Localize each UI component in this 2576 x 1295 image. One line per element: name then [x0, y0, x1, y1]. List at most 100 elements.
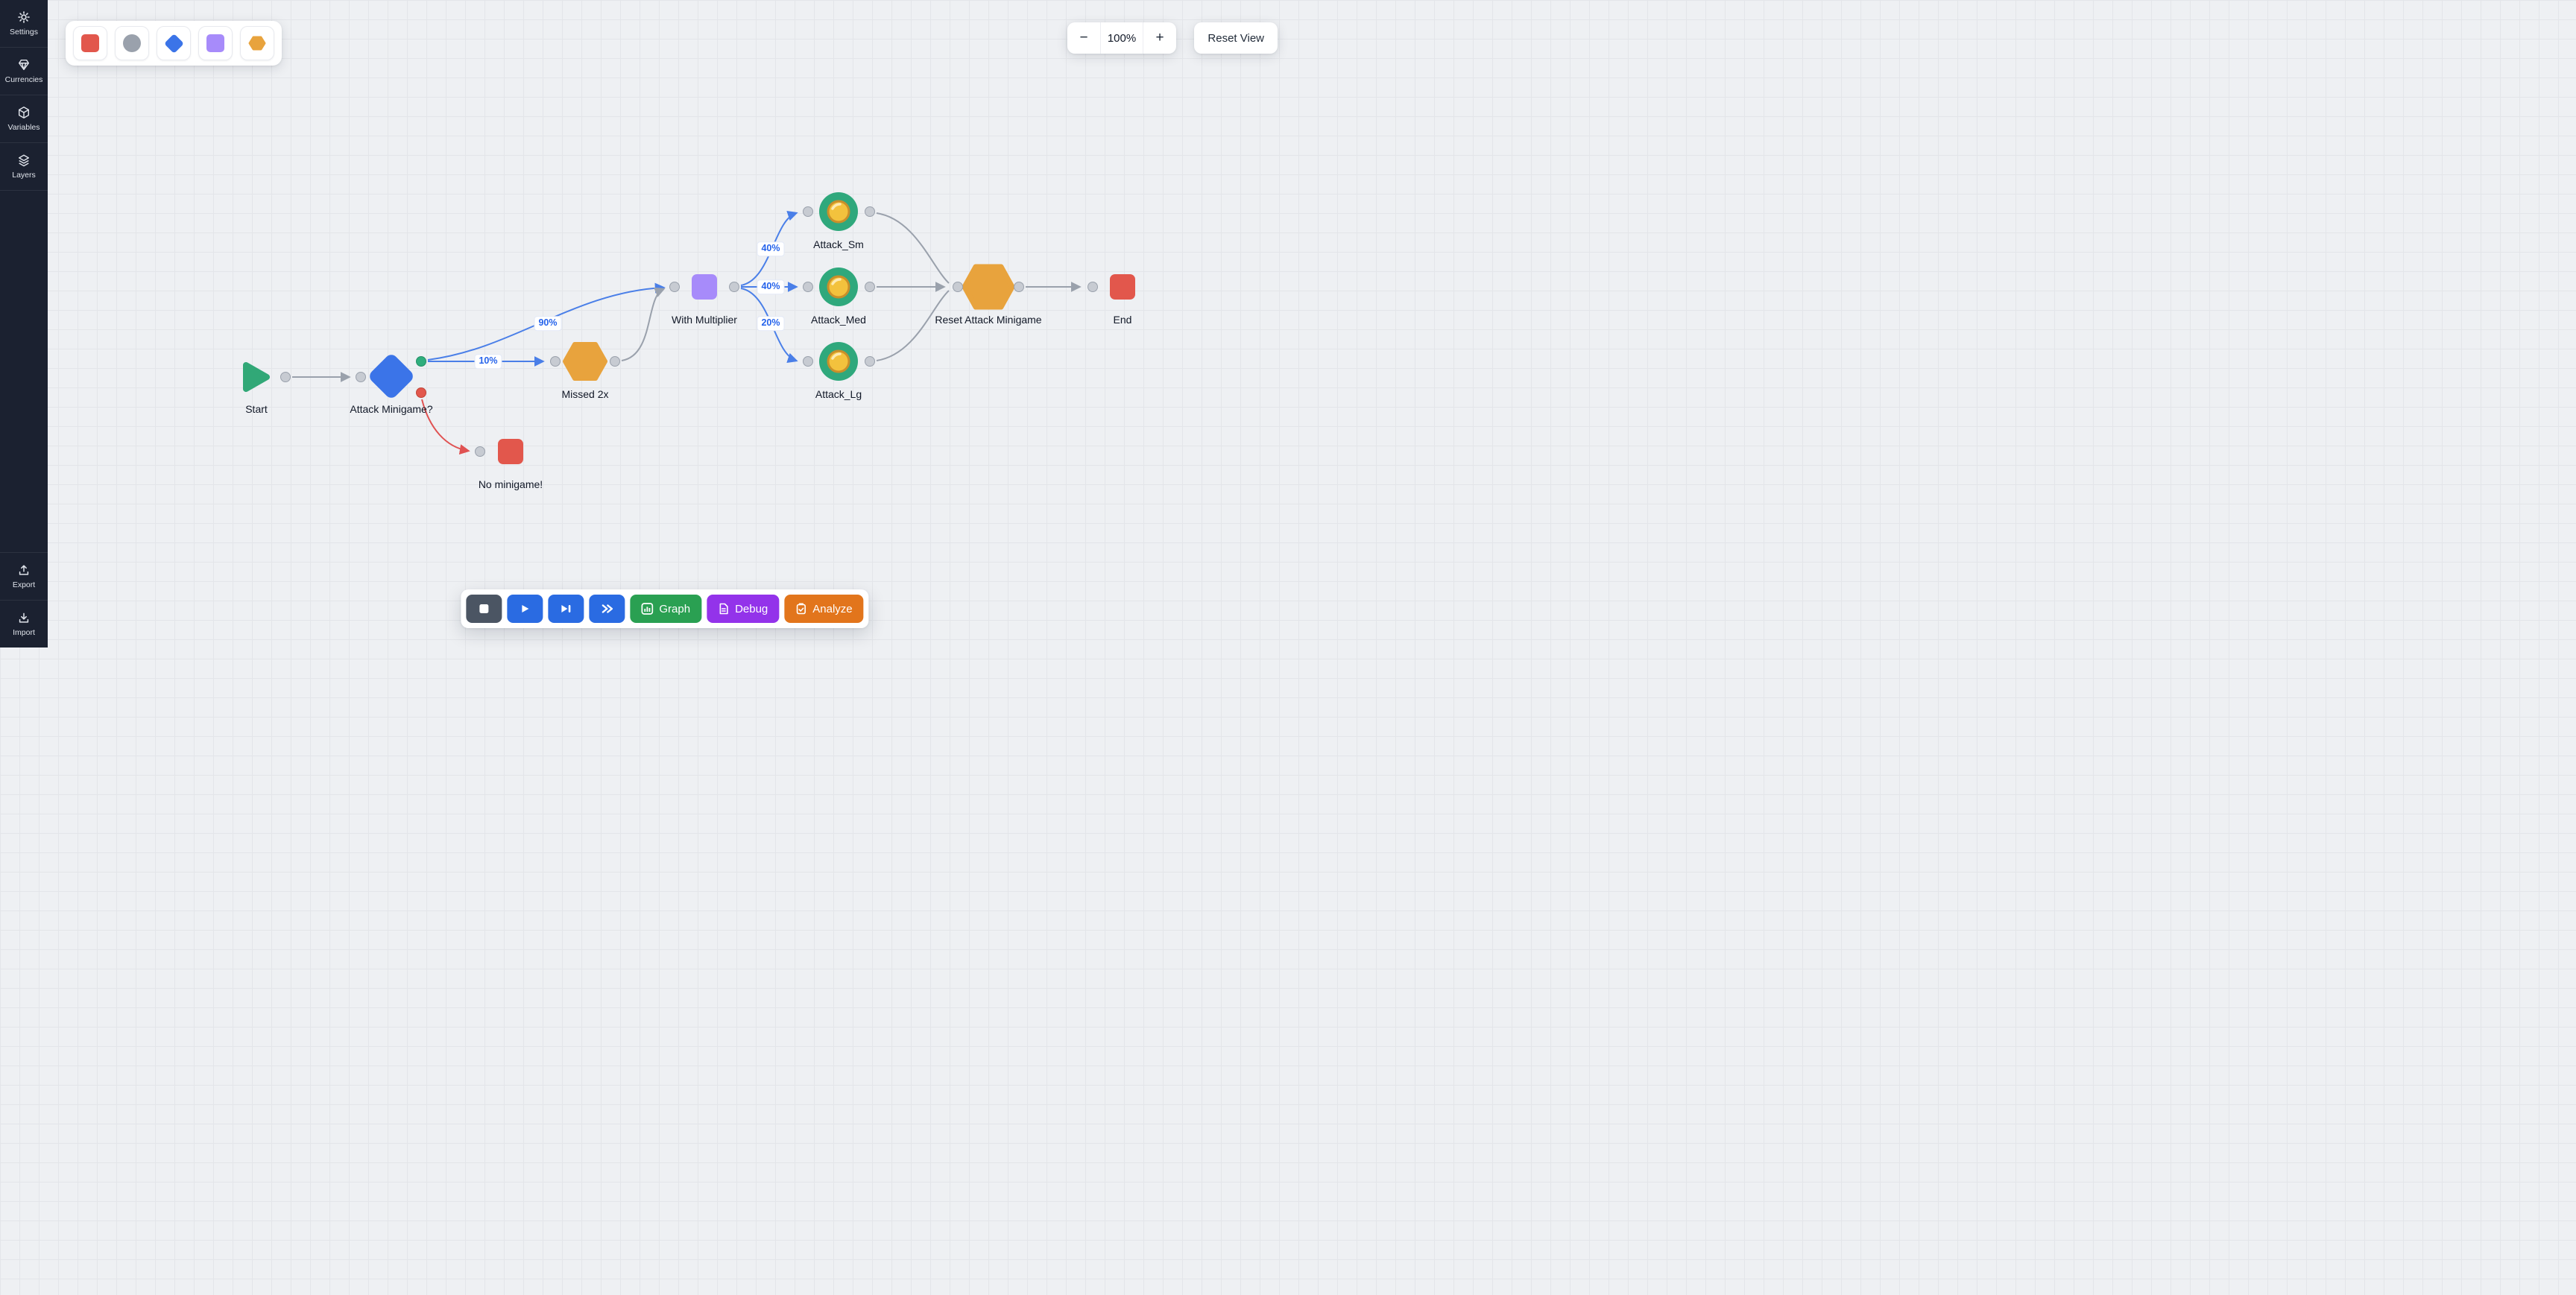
- port-attackmed-out[interactable]: [865, 282, 875, 292]
- step-forward-icon: [561, 605, 571, 612]
- port-nominigame-in[interactable]: [475, 446, 485, 457]
- gray-circle-icon: [123, 34, 141, 52]
- palette-red-square-tool[interactable]: [73, 26, 107, 60]
- reset-view-button[interactable]: Reset View: [1194, 22, 1278, 54]
- gear-icon: [18, 11, 30, 23]
- purple-square-icon: [206, 34, 224, 52]
- port-attack-out-yes[interactable]: [416, 356, 426, 367]
- fast-forward-button[interactable]: [589, 595, 625, 623]
- blue-diamond-icon: [163, 33, 184, 54]
- stop-button[interactable]: [466, 595, 502, 623]
- edge-label-20: 20%: [757, 316, 785, 331]
- playback-toolbar: Graph Debug Analyze: [461, 589, 869, 628]
- sidebar-item-variables[interactable]: Variables: [0, 95, 48, 143]
- zoom-controls: − 100% +: [1067, 22, 1176, 54]
- sidebar-bottom-group: Export Import: [0, 552, 48, 648]
- red-square-icon: [81, 34, 99, 52]
- node-label-attack-med: Attack_Med: [811, 314, 866, 326]
- edge-label-90: 90%: [534, 316, 562, 331]
- node-end[interactable]: [1110, 274, 1135, 300]
- port-withmultiplier-out[interactable]: [729, 282, 739, 292]
- coin-icon: [819, 342, 858, 381]
- sidebar-item-import[interactable]: Import: [0, 600, 48, 648]
- node-label-no-minigame: No minigame!: [478, 478, 543, 490]
- edge-attacksm-reset[interactable]: [876, 212, 950, 284]
- edge-attacklg-reset[interactable]: [876, 290, 950, 361]
- node-label-attack-lg: Attack_Lg: [815, 388, 862, 400]
- bar-chart-icon: [641, 603, 654, 615]
- sidebar-item-export[interactable]: Export: [0, 552, 48, 600]
- port-attacksm-in[interactable]: [803, 206, 813, 217]
- port-missed2x-out[interactable]: [610, 356, 620, 367]
- node-label-missed-2x: Missed 2x: [561, 388, 609, 400]
- node-with-multiplier[interactable]: [692, 274, 717, 300]
- edge-missed2x-withmultiplier[interactable]: [621, 287, 666, 361]
- zoom-out-button[interactable]: −: [1067, 22, 1100, 54]
- analyze-button[interactable]: Analyze: [784, 595, 864, 623]
- node-attack-lg[interactable]: [818, 341, 859, 386]
- fast-forward-icon: [602, 604, 613, 613]
- sidebar-label: Variables: [7, 123, 40, 132]
- port-attack-in[interactable]: [356, 372, 366, 382]
- palette-orange-hexagon-tool[interactable]: [240, 26, 274, 60]
- palette-gray-circle-tool[interactable]: [115, 26, 149, 60]
- stop-icon: [479, 604, 489, 613]
- debug-button[interactable]: Debug: [707, 595, 780, 623]
- node-label-attack-minigame: Attack Minigame?: [350, 403, 433, 415]
- sidebar-label: Settings: [10, 28, 38, 37]
- node-label-reset-attack-minigame: Reset Attack Minigame: [935, 314, 1042, 326]
- graph-button[interactable]: Graph: [630, 595, 702, 623]
- analyze-button-label: Analyze: [812, 602, 853, 615]
- node-missed-2x[interactable]: [563, 342, 607, 384]
- debug-button-label: Debug: [735, 602, 768, 615]
- port-start-out[interactable]: [280, 372, 291, 382]
- edge-label-40-top: 40%: [757, 241, 785, 256]
- port-attacklg-in[interactable]: [803, 356, 813, 367]
- node-attack-sm[interactable]: [818, 191, 859, 236]
- sidebar-label: Currencies: [4, 75, 43, 84]
- node-attack-minigame[interactable]: [367, 352, 416, 401]
- step-forward-button[interactable]: [548, 595, 584, 623]
- diamond-shape: [367, 352, 416, 401]
- sidebar-label: Import: [13, 628, 35, 637]
- port-missed2x-in[interactable]: [550, 356, 561, 367]
- play-button[interactable]: [507, 595, 543, 623]
- play-icon: [522, 605, 529, 612]
- port-attacksm-out[interactable]: [865, 206, 875, 217]
- document-icon: [719, 603, 728, 615]
- node-label-attack-sm: Attack_Sm: [813, 238, 864, 250]
- sidebar: Settings Currencies Variables Layers Exp…: [0, 0, 48, 648]
- palette-blue-diamond-tool[interactable]: [157, 26, 191, 60]
- sidebar-label: Layers: [12, 171, 36, 180]
- coin-icon: [819, 267, 858, 306]
- export-icon: [19, 565, 29, 575]
- gem-icon: [18, 59, 30, 71]
- import-icon: [19, 612, 29, 623]
- canvas[interactable]: Start Attack Minigame? No minigame! Miss…: [0, 0, 1288, 648]
- port-reset-out[interactable]: [1014, 282, 1024, 292]
- node-reset-attack-minigame[interactable]: [962, 264, 1015, 314]
- port-attackmed-in[interactable]: [803, 282, 813, 292]
- clipboard-check-icon: [796, 603, 806, 615]
- node-no-minigame[interactable]: [498, 439, 523, 464]
- cube-icon: [18, 107, 30, 118]
- zoom-in-button[interactable]: +: [1143, 22, 1176, 54]
- sidebar-label: Export: [12, 580, 36, 589]
- hexagon-shape: [962, 264, 1015, 310]
- node-label-start: Start: [245, 403, 268, 415]
- port-withmultiplier-in[interactable]: [669, 282, 680, 292]
- node-start[interactable]: [240, 359, 273, 399]
- palette-purple-square-tool[interactable]: [198, 26, 233, 60]
- node-label-with-multiplier: With Multiplier: [672, 314, 737, 326]
- node-attack-med[interactable]: [818, 266, 859, 311]
- sidebar-item-layers[interactable]: Layers: [0, 143, 48, 191]
- port-reset-in[interactable]: [953, 282, 963, 292]
- zoom-level: 100%: [1100, 22, 1143, 54]
- node-palette: [66, 21, 282, 66]
- sidebar-item-settings[interactable]: Settings: [0, 0, 48, 48]
- port-end-in[interactable]: [1087, 282, 1098, 292]
- node-label-end: End: [1113, 314, 1132, 326]
- sidebar-item-currencies[interactable]: Currencies: [0, 48, 48, 95]
- port-attack-out-no[interactable]: [416, 387, 426, 398]
- port-attacklg-out[interactable]: [865, 356, 875, 367]
